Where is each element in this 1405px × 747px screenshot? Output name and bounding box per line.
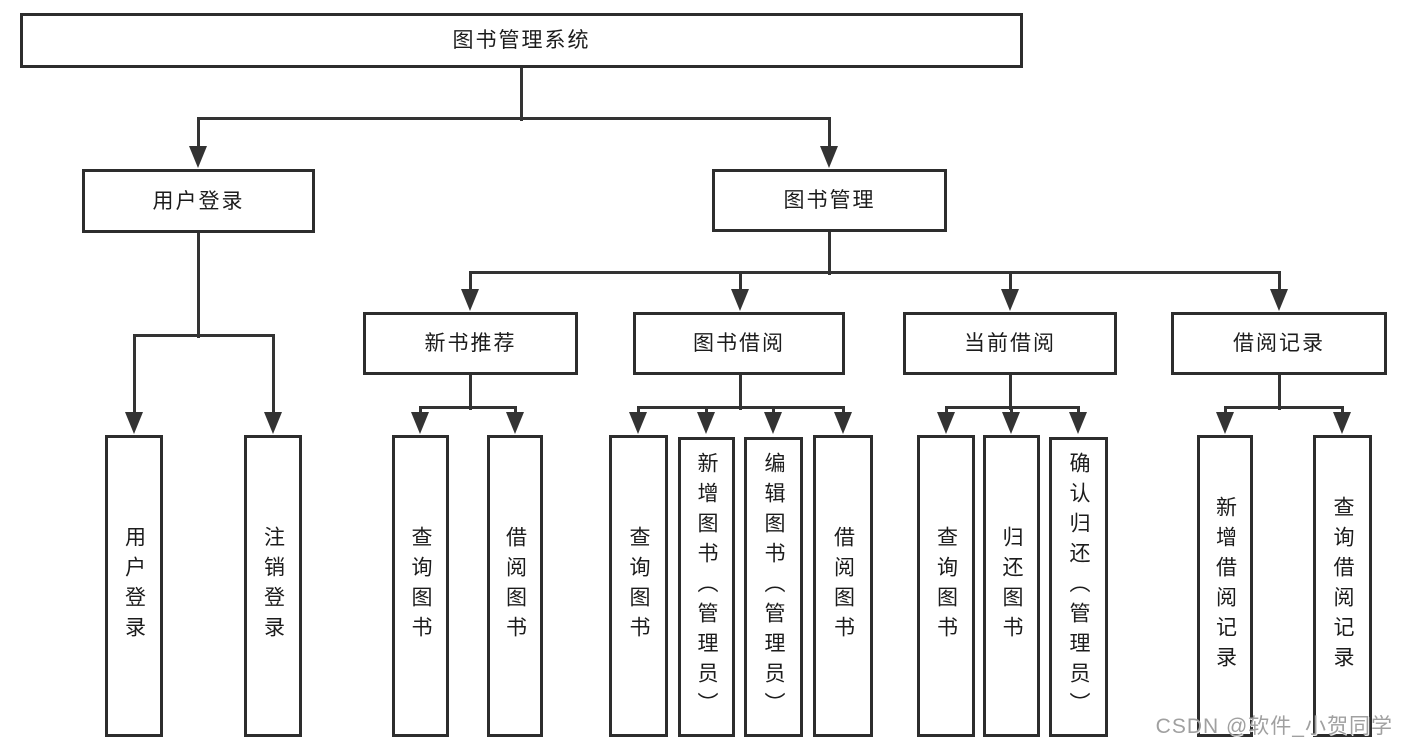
connector-feed-line <box>468 375 472 410</box>
node-label: 图书借阅 <box>693 332 785 355</box>
connector-feed-line <box>196 233 200 338</box>
connector-drop-line <box>1008 272 1012 297</box>
node-borrowing-records: 借阅记录 <box>1171 312 1387 375</box>
connector-feed-line <box>1277 375 1281 410</box>
node-label: 借阅图书 <box>831 526 855 646</box>
node-label: 查询借阅记录 <box>1331 496 1354 676</box>
node-label: 查询图书 <box>409 526 432 646</box>
arrow-down-icon <box>697 412 715 434</box>
node-label: 借阅图书 <box>503 526 527 646</box>
node-label: 当前借阅 <box>964 332 1056 355</box>
arrow-down-icon <box>1270 289 1288 311</box>
arrow-down-icon <box>1002 412 1020 434</box>
node-leaf-borrow-books-2: 借阅图书 <box>813 435 873 737</box>
arrow-down-icon <box>731 289 749 311</box>
node-leaf-add-borrow-record: 新增借阅记录 <box>1197 435 1253 737</box>
node-leaf-query-books-3: 查询图书 <box>917 435 975 737</box>
connector-bar-line <box>1223 405 1344 409</box>
node-label: 借阅记录 <box>1233 332 1325 355</box>
arrow-down-icon <box>125 412 143 434</box>
connector-drop-line <box>196 118 200 154</box>
arrow-down-icon <box>461 289 479 311</box>
node-label: 确认归还（管理员） <box>1067 452 1090 722</box>
node-label: 编辑图书（管理员） <box>762 452 785 722</box>
node-book-borrowing: 图书借阅 <box>633 312 845 375</box>
node-label: 图书管理系统 <box>452 29 591 52</box>
arrow-down-icon <box>1069 412 1087 434</box>
node-new-book-recommend: 新书推荐 <box>363 312 578 375</box>
connector-bar-line <box>196 116 831 120</box>
arrow-down-icon <box>1333 412 1351 434</box>
node-label: 新增借阅记录 <box>1213 496 1237 676</box>
node-library-system: 图书管理系统 <box>20 13 1023 68</box>
node-label: 新增图书（管理员） <box>695 452 718 722</box>
connector-feed-line <box>1008 375 1012 410</box>
node-user-login: 用户登录 <box>82 169 315 233</box>
node-book-management: 图书管理 <box>712 169 947 232</box>
connector-feed-line <box>519 67 523 121</box>
node-leaf-user-login: 用户登录 <box>105 435 163 737</box>
connector-bar-line <box>636 405 845 409</box>
node-leaf-return-books: 归还图书 <box>983 435 1040 737</box>
arrow-down-icon <box>937 412 955 434</box>
connector-drop-line <box>271 335 275 420</box>
connector-drop-line <box>468 272 472 297</box>
arrow-down-icon <box>820 146 838 168</box>
node-leaf-borrow-books-1: 借阅图书 <box>487 435 543 737</box>
arrow-down-icon <box>834 412 852 434</box>
arrow-down-icon <box>764 412 782 434</box>
connector-drop-line <box>132 335 136 420</box>
connector-bar-line <box>132 333 275 337</box>
arrow-down-icon <box>506 412 524 434</box>
arrow-down-icon <box>1216 412 1234 434</box>
node-leaf-confirm-return: 确认归还（管理员） <box>1049 437 1108 737</box>
node-label: 用户登录 <box>122 526 146 646</box>
connector-bar-line <box>418 405 517 409</box>
node-label: 查询图书 <box>934 526 958 646</box>
connector-bar-line <box>468 270 1281 274</box>
arrow-down-icon <box>1001 289 1019 311</box>
node-leaf-add-books-admin: 新增图书（管理员） <box>678 437 735 737</box>
node-label: 图书管理 <box>783 189 876 212</box>
connector-drop-line <box>738 272 742 297</box>
connector-drop-line <box>827 118 831 154</box>
arrow-down-icon <box>411 412 429 434</box>
node-leaf-query-books-1: 查询图书 <box>392 435 449 737</box>
node-label: 用户登录 <box>152 189 245 213</box>
node-label: 归还图书 <box>1000 526 1023 646</box>
arrow-down-icon <box>189 146 207 168</box>
node-current-borrowing: 当前借阅 <box>903 312 1117 375</box>
node-leaf-logout: 注销登录 <box>244 435 302 737</box>
arrow-down-icon <box>629 412 647 434</box>
node-label: 注销登录 <box>261 526 285 646</box>
arrow-down-icon <box>264 412 282 434</box>
csdn-watermark: CSDN @软件_小贺同学 <box>1155 715 1393 738</box>
node-label: 查询图书 <box>627 526 650 646</box>
connector-drop-line <box>1277 272 1281 297</box>
node-leaf-query-books-2: 查询图书 <box>609 435 668 737</box>
node-leaf-edit-books-admin: 编辑图书（管理员） <box>744 437 803 737</box>
node-label: 新书推荐 <box>424 332 517 355</box>
connector-feed-line <box>738 375 742 410</box>
node-leaf-query-borrow-record: 查询借阅记录 <box>1313 435 1372 737</box>
connector-feed-line <box>827 232 831 275</box>
